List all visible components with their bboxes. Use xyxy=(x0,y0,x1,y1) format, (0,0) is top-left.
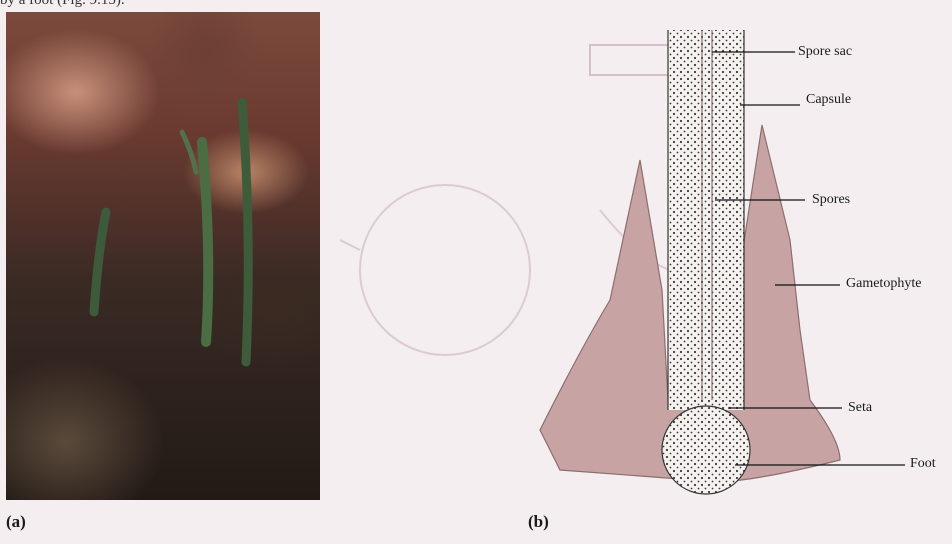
label-spores: Spores xyxy=(812,192,850,208)
label-capsule: Capsule xyxy=(806,92,851,108)
label-foot: Foot xyxy=(910,456,936,472)
label-spore-sac: Spore sac xyxy=(798,44,852,60)
label-seta: Seta xyxy=(848,400,872,416)
panel-b-label: (b) xyxy=(528,512,549,532)
label-gametophyte: Gametophyte xyxy=(846,276,921,292)
